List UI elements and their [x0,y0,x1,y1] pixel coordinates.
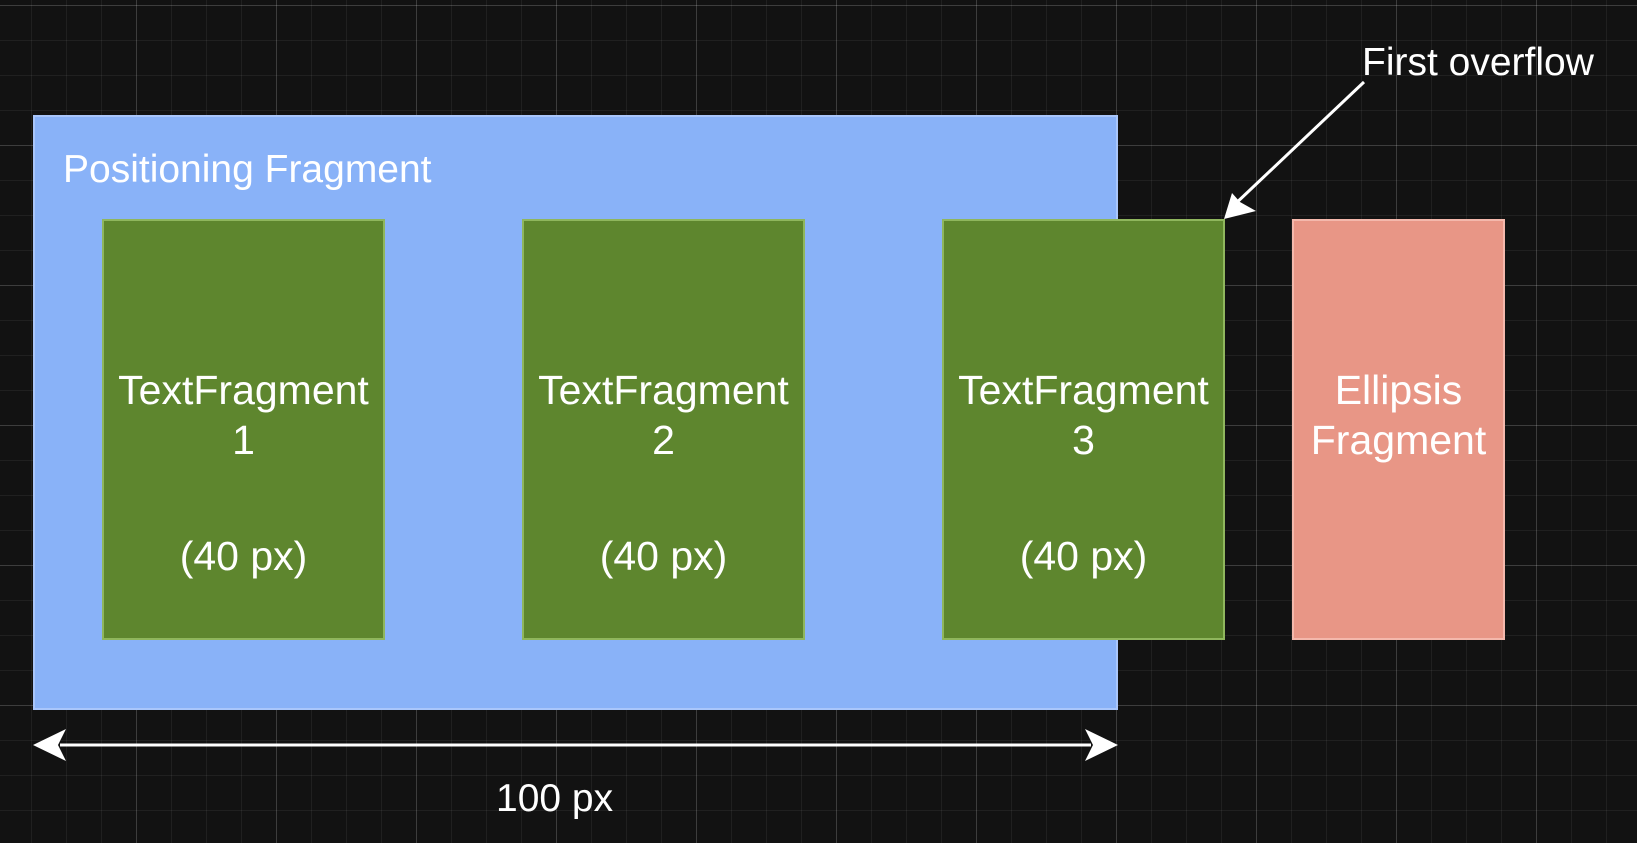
width-dimension-arrow-left [33,729,66,761]
text-fragment-3-name: TextFragment 3 [958,367,1209,463]
first-overflow-label: First overflow [1362,41,1594,84]
text-fragment-1-box: TextFragment 1 (40 px) [102,219,385,640]
text-fragment-1-name: TextFragment 1 [118,367,369,463]
first-overflow-arrow-head [1224,193,1256,219]
text-fragment-3-box: TextFragment 3 (40 px) [942,219,1225,640]
first-overflow-arrow-line [1230,80,1366,209]
width-dimension-label: 100 px [496,777,614,820]
ellipsis-fragment-box: Ellipsis Fragment [1292,219,1505,640]
text-fragment-2-name: TextFragment 2 [538,367,789,463]
text-fragment-1-size: (40 px) [179,533,308,579]
positioning-fragment-label: Positioning Fragment [63,148,432,191]
width-dimension-arrow-right [1085,729,1118,761]
ellipsis-fragment-name: Ellipsis Fragment [1310,367,1487,463]
text-fragment-2-box: TextFragment 2 (40 px) [522,219,805,640]
text-fragment-3-size: (40 px) [1019,533,1148,579]
text-fragment-2-size: (40 px) [599,533,728,579]
